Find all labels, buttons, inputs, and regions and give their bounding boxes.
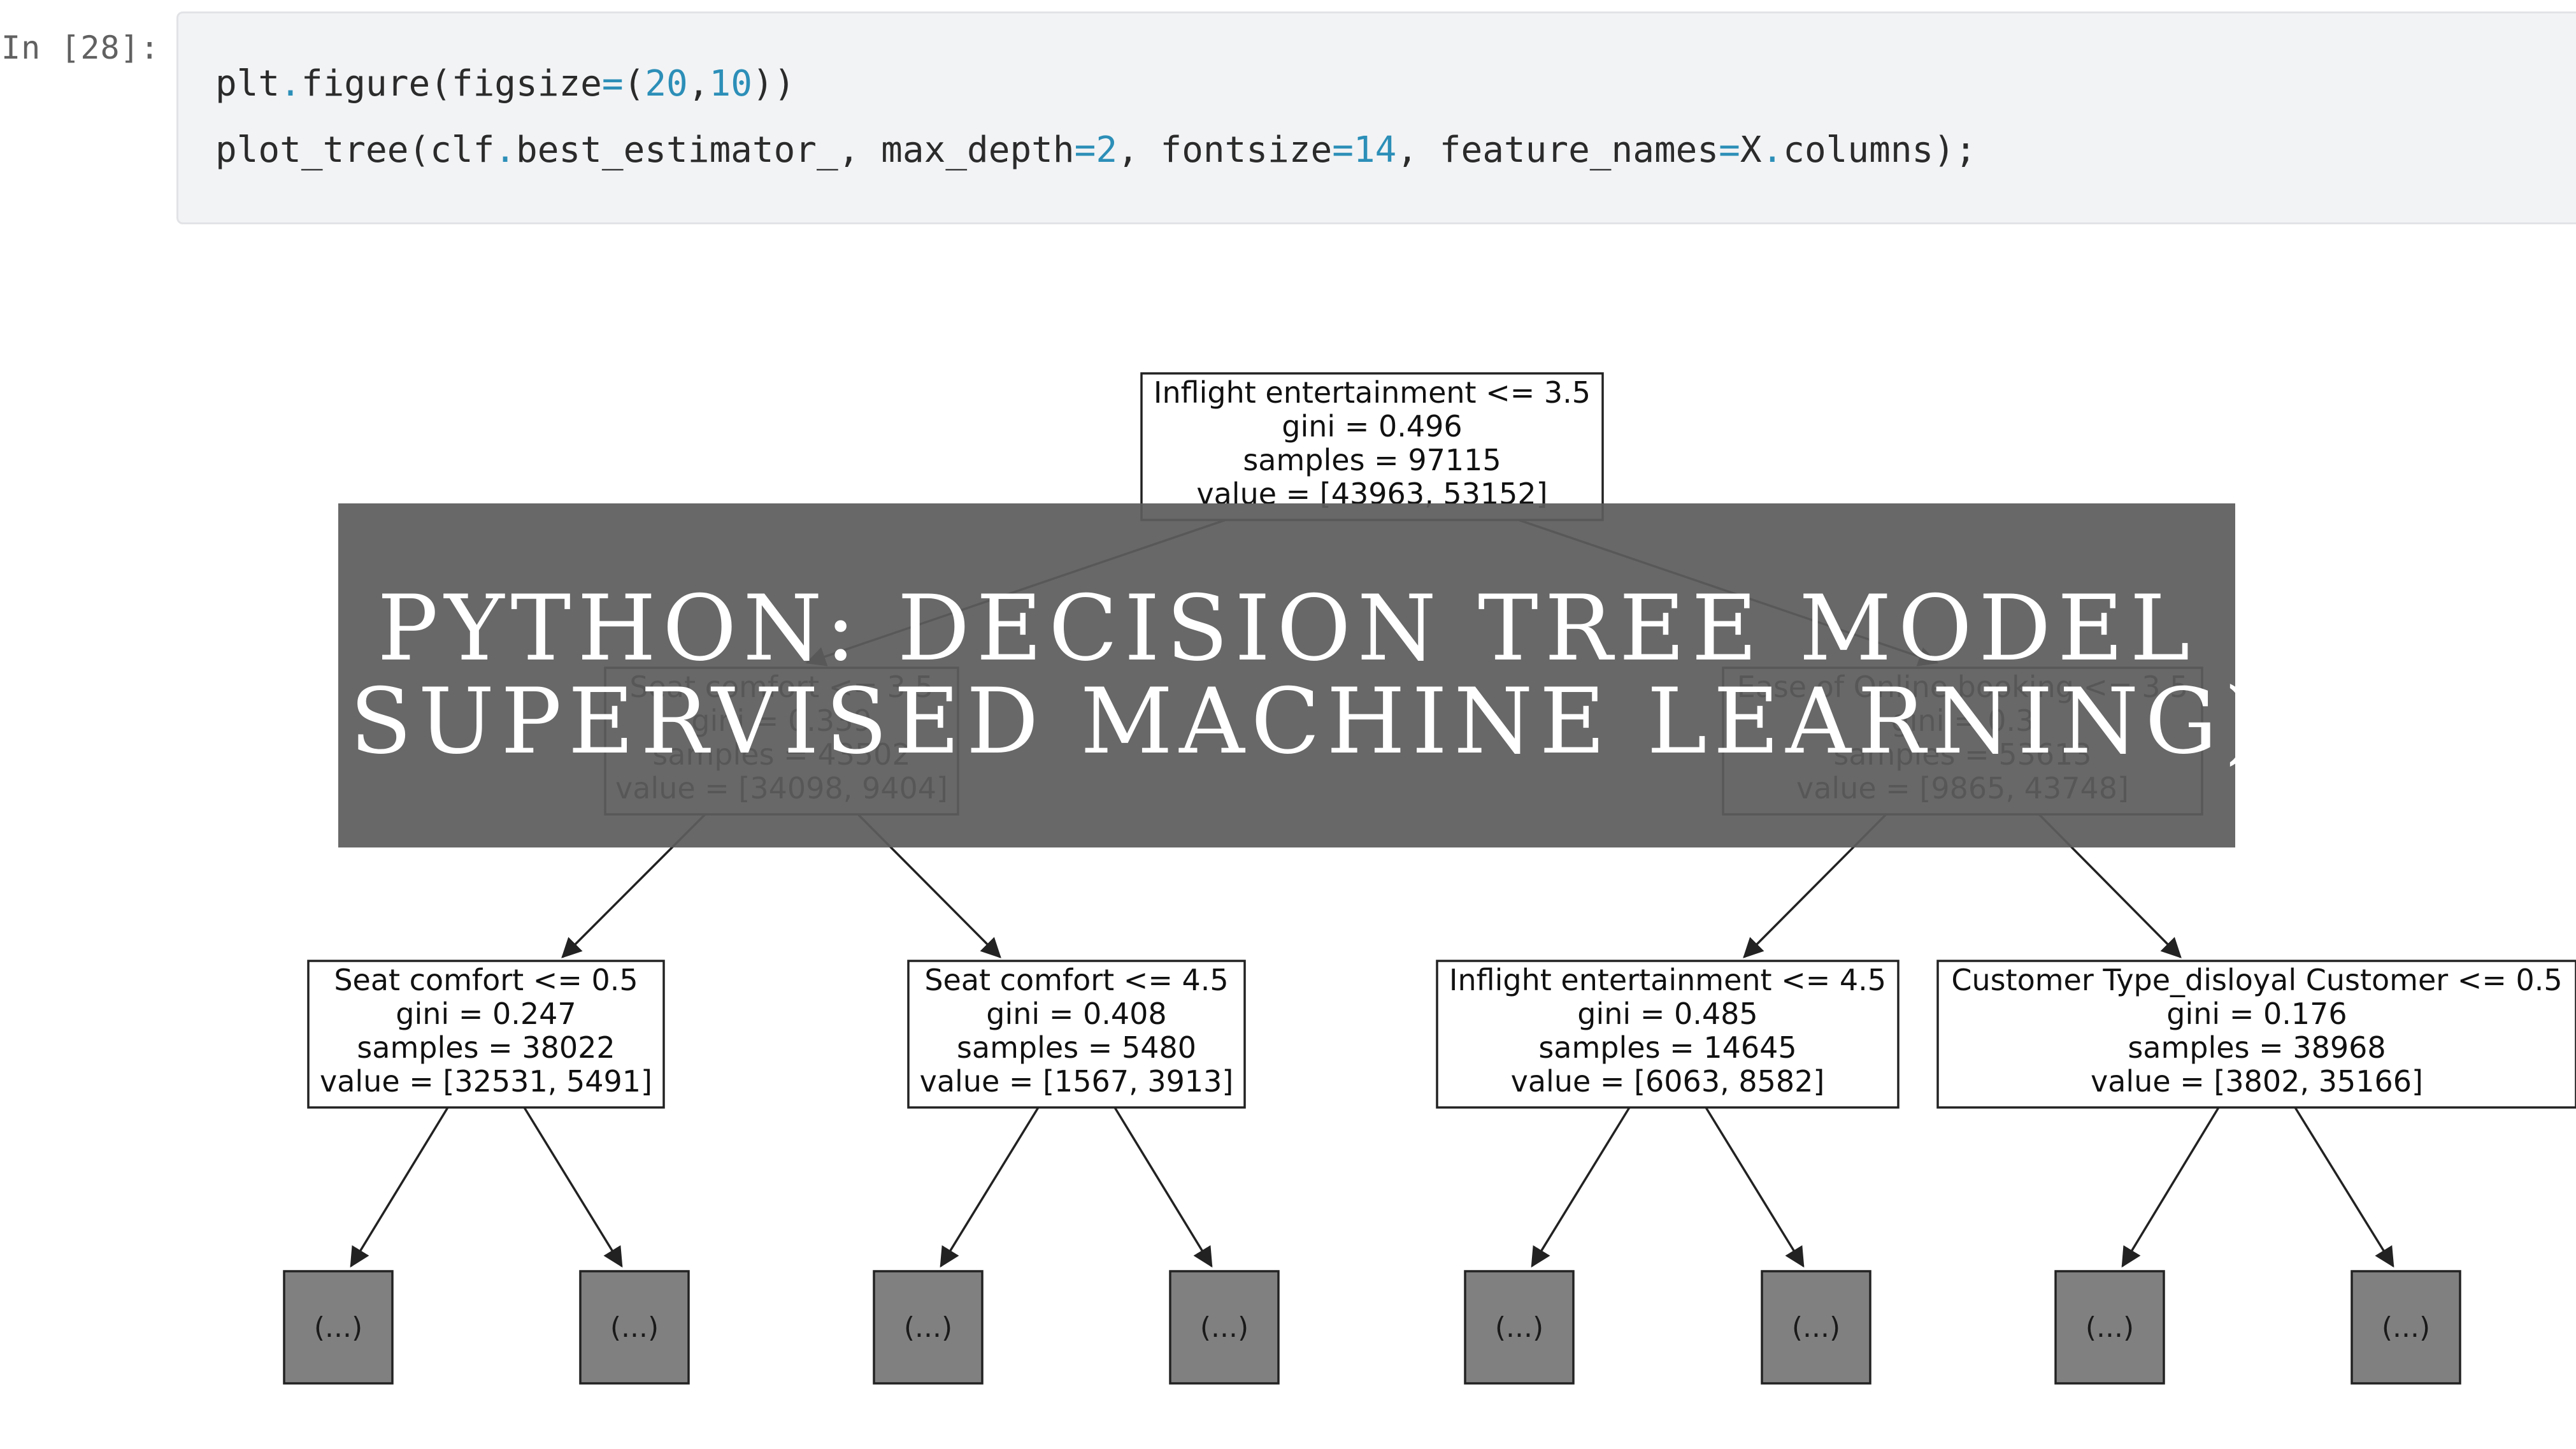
tree-node-line: gini = 0.496 <box>1282 409 1462 443</box>
cell-prompt: In [28]: <box>1 29 160 66</box>
tree-leaf-box <box>2054 1270 2165 1385</box>
tree-leaf-label: (...) <box>314 1311 362 1344</box>
tree-node-box <box>907 960 1246 1109</box>
tree-node-box <box>1936 960 2576 1109</box>
edge-rr-leaf-left <box>2121 1107 2220 1268</box>
edge-rl-leaf-left <box>1531 1107 1631 1268</box>
tree-node-line: value = [6063, 8582] <box>1511 1064 1825 1099</box>
tree-node-line: gini = 0.485 <box>1577 997 1757 1031</box>
tree-leaf-truncated: (...) <box>2351 1270 2461 1385</box>
tree-node-line: value = [32531, 5491] <box>320 1064 652 1099</box>
tree-node-line: value = [3802, 35166] <box>2091 1064 2423 1099</box>
tree-leaf-truncated: (...) <box>1169 1270 1280 1385</box>
tree-node-box <box>307 960 665 1109</box>
tree-leaf-truncated: (...) <box>283 1270 394 1385</box>
tree-leaf-label: (...) <box>1200 1311 1249 1344</box>
tree-leaf-label: (...) <box>2086 1311 2134 1344</box>
tree-node-line: Inflight entertainment <= 4.5 <box>1449 963 1886 997</box>
title-banner: PYTHON: DECISION TREE MODEL (SUPERVISED … <box>308 503 2259 847</box>
tree-node-line: gini = 0.408 <box>986 997 1166 1031</box>
tree-leaf-label: (...) <box>2382 1311 2430 1344</box>
banner-title-line-1: PYTHON: DECISION TREE MODEL <box>377 576 2196 681</box>
tree-node-line: Customer Type_disloyal Customer <= 0.5 <box>1951 963 2562 997</box>
code-line-figure: plt.figure(figsize=(20,10)) <box>215 63 796 105</box>
tree-node-line: gini = 0.176 <box>2166 997 2347 1031</box>
tree-node-box <box>1140 372 1604 521</box>
tree-leaf-label: (...) <box>904 1311 952 1344</box>
tree-leaf-truncated: (...) <box>873 1270 984 1385</box>
tree-leaf-truncated: (...) <box>2054 1270 2165 1385</box>
edge-rr-leaf-right <box>2294 1107 2394 1268</box>
edge-lr-leaf-left <box>940 1107 1040 1268</box>
tree-leaf-label: (...) <box>1792 1311 1840 1344</box>
edge-lr-leaf-right <box>1113 1107 1213 1268</box>
tree-leaf-truncated: (...) <box>579 1270 690 1385</box>
tree-node-line: gini = 0.247 <box>396 997 576 1031</box>
edge-ll-leaf-left <box>350 1107 449 1268</box>
tree-node-line: samples = 97115 <box>1243 443 1501 477</box>
tree-node-line: Seat comfort <= 0.5 <box>334 963 638 997</box>
tree-node-line: Seat comfort <= 4.5 <box>924 963 1228 997</box>
tree-node-rr: Customer Type_disloyal Customer <= 0.5gi… <box>1936 960 2576 1109</box>
tree-node-line: samples = 14645 <box>1538 1030 1796 1065</box>
tree-leaf-box <box>873 1270 984 1385</box>
tree-node-line: samples = 38022 <box>357 1030 615 1065</box>
code-cell[interactable]: plt.figure(figsize=(20,10)) plot_tree(cl… <box>176 11 2576 224</box>
tree-node-line: samples = 38968 <box>2128 1030 2386 1065</box>
tree-leaf-box <box>2351 1270 2461 1385</box>
tree-node-line: value = [1567, 3913] <box>920 1064 1234 1099</box>
tree-leaf-box <box>1169 1270 1280 1385</box>
tree-leaf-truncated: (...) <box>1761 1270 1871 1385</box>
tree-leaf-label: (...) <box>1495 1311 1543 1344</box>
banner-title-line-2: (SUPERVISED MACHINE LEARNING) <box>308 669 2266 774</box>
tree-leaf-box <box>579 1270 690 1385</box>
tree-node-line: Inflight entertainment <= 3.5 <box>1154 375 1591 410</box>
tree-leaf-box <box>283 1270 394 1385</box>
tree-leaf-label: (...) <box>610 1311 659 1344</box>
tree-node-box <box>1436 960 1900 1109</box>
tree-leaf-box <box>1464 1270 1575 1385</box>
edge-rl-leaf-right <box>1705 1107 1805 1268</box>
tree-leaf-box <box>1761 1270 1871 1385</box>
tree-leaf-truncated: (...) <box>1464 1270 1575 1385</box>
code-line-plot-tree: plot_tree(clf.best_estimator_, max_depth… <box>215 129 1977 171</box>
tree-node-line: samples = 5480 <box>957 1030 1196 1065</box>
edge-ll-leaf-right <box>523 1107 623 1268</box>
